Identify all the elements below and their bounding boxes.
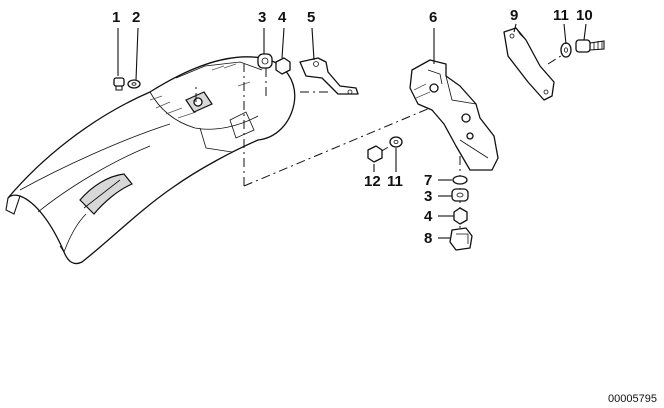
nut-4-top — [275, 57, 291, 75]
callout-10: 10 — [576, 7, 593, 24]
license-plate-holder-6 — [409, 59, 499, 171]
rubber-grommet-3-bottom — [451, 188, 469, 202]
callout-12: 12 — [364, 173, 381, 190]
callout-7: 7 — [424, 172, 432, 189]
clip-nut-8 — [449, 227, 473, 251]
rubber-grommet-3-top — [257, 53, 273, 69]
nut-4-bottom — [453, 207, 468, 225]
callout-3-bottom: 3 — [424, 188, 432, 205]
screw-1 — [113, 77, 125, 91]
bracket-5 — [299, 57, 359, 95]
callout-1: 1 — [112, 9, 120, 26]
screw-10 — [575, 39, 605, 53]
callout-11-top: 11 — [553, 7, 569, 24]
nut-12 — [367, 145, 383, 163]
document-number: 00005795 — [608, 393, 657, 405]
mounting-plate-9 — [503, 27, 555, 101]
washer-11-top — [560, 42, 572, 58]
assembly-lines — [195, 53, 565, 228]
callout-3-top: 3 — [258, 9, 266, 26]
callout-2: 2 — [132, 9, 140, 26]
leader-9 — [513, 23, 517, 33]
washer-11-mid — [389, 136, 403, 148]
washer-2 — [127, 79, 141, 89]
leader-11-top — [563, 23, 567, 45]
leader-10 — [583, 23, 587, 41]
washer-7 — [452, 175, 468, 185]
callout-9: 9 — [510, 7, 518, 24]
callout-6: 6 — [429, 9, 437, 26]
callout-11-mid: 11 — [387, 173, 403, 190]
callout-4-top: 4 — [278, 9, 287, 26]
leader-2 — [135, 27, 139, 81]
callout-4-bottom: 4 — [424, 208, 433, 225]
callout-8: 8 — [424, 230, 432, 247]
callout-5: 5 — [307, 9, 315, 26]
leader-5 — [311, 27, 315, 61]
rear-fender — [5, 56, 296, 265]
leader-4-top — [281, 27, 285, 59]
